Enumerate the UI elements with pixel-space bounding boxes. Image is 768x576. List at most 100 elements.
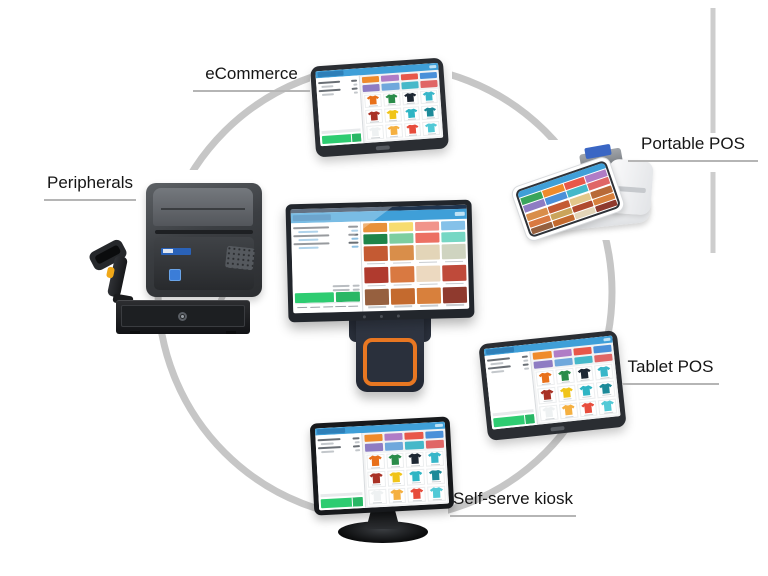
paper-slot bbox=[155, 229, 253, 234]
tile bbox=[386, 469, 406, 487]
tile bbox=[366, 453, 385, 470]
restaurant-pos-app-screen bbox=[290, 204, 470, 314]
tile bbox=[441, 231, 466, 242]
tile bbox=[552, 349, 572, 358]
tile bbox=[381, 82, 400, 91]
tile bbox=[422, 121, 441, 136]
tile bbox=[381, 74, 399, 82]
retail-pos-app-screen bbox=[315, 62, 444, 147]
printer-side-vent bbox=[225, 245, 255, 270]
tile bbox=[364, 434, 383, 443]
tile bbox=[573, 347, 592, 356]
printer-feed-button bbox=[169, 268, 181, 282]
tile bbox=[442, 265, 466, 285]
tile bbox=[427, 485, 446, 502]
retail-pos-app-screen bbox=[483, 335, 621, 430]
order-line bbox=[293, 233, 359, 237]
product-panel bbox=[531, 343, 621, 425]
tile bbox=[362, 75, 380, 84]
tile bbox=[401, 90, 420, 106]
tile bbox=[553, 358, 573, 367]
tile bbox=[402, 106, 421, 122]
tile bbox=[415, 220, 440, 232]
tile bbox=[420, 80, 438, 88]
barcode-scanner bbox=[87, 237, 144, 306]
app-body bbox=[315, 70, 443, 147]
product-panel bbox=[360, 70, 443, 144]
tile bbox=[406, 468, 426, 486]
tile bbox=[384, 433, 404, 442]
tile bbox=[391, 288, 415, 308]
tile bbox=[419, 71, 438, 80]
footer-tab-bar bbox=[295, 301, 361, 312]
printer-brand-logo bbox=[161, 247, 192, 255]
search-icon bbox=[602, 337, 611, 342]
tile bbox=[578, 400, 598, 418]
kiosk-stand-base bbox=[338, 521, 428, 543]
home-button bbox=[375, 145, 390, 151]
order-line bbox=[293, 241, 359, 245]
order-panel bbox=[315, 75, 365, 147]
cash-drawer bbox=[116, 300, 250, 334]
app-menu-tab bbox=[292, 214, 331, 222]
tile bbox=[364, 93, 382, 109]
app-body bbox=[315, 429, 449, 511]
tile bbox=[367, 488, 387, 505]
tile bbox=[366, 124, 385, 140]
tile bbox=[442, 243, 466, 263]
order-line-detail bbox=[293, 237, 359, 241]
terminal-stand bbox=[349, 310, 431, 396]
tablet-screen bbox=[315, 62, 444, 147]
receipt-printer bbox=[146, 183, 262, 297]
tile bbox=[385, 452, 405, 469]
tile bbox=[443, 287, 467, 307]
label-tablet-pos: Tablet POS bbox=[622, 357, 719, 385]
kiosk-screen bbox=[314, 421, 450, 511]
printer-lid bbox=[152, 187, 253, 227]
tile bbox=[421, 105, 439, 121]
tile bbox=[390, 266, 414, 286]
product-grid-tshirts bbox=[363, 88, 442, 141]
tile bbox=[416, 244, 440, 264]
order-panel bbox=[290, 220, 364, 314]
tile bbox=[574, 365, 595, 383]
pay-button bbox=[493, 413, 536, 428]
tile bbox=[559, 402, 579, 420]
tile bbox=[363, 233, 388, 244]
subtotal-row bbox=[295, 284, 361, 288]
label-self-serve-kiosk: Self-serve kiosk bbox=[450, 489, 576, 517]
tile bbox=[532, 351, 552, 361]
bezel-dots bbox=[362, 314, 400, 319]
product-grid-foods bbox=[364, 243, 467, 309]
tile bbox=[362, 84, 381, 92]
tile bbox=[576, 383, 596, 401]
tile bbox=[367, 470, 386, 488]
tile bbox=[596, 381, 616, 399]
home-button bbox=[549, 426, 565, 432]
drawer-lock bbox=[178, 312, 187, 321]
app-body bbox=[484, 343, 621, 430]
tile bbox=[539, 404, 559, 422]
tile bbox=[384, 107, 402, 123]
tile bbox=[533, 360, 553, 369]
pay-button bbox=[321, 133, 362, 145]
category-grid bbox=[363, 231, 466, 244]
self-serve-kiosk bbox=[309, 416, 455, 516]
tile bbox=[365, 267, 389, 287]
product-grid-tshirts bbox=[365, 449, 447, 506]
tile bbox=[416, 266, 440, 286]
tile bbox=[365, 109, 384, 125]
order-panel bbox=[484, 351, 539, 430]
tile bbox=[404, 432, 424, 441]
order-line bbox=[293, 225, 359, 229]
tile bbox=[382, 92, 401, 108]
order-line-detail bbox=[293, 229, 359, 233]
tile bbox=[400, 73, 418, 81]
search-icon bbox=[435, 424, 444, 428]
tile bbox=[415, 232, 440, 243]
app-body bbox=[290, 218, 469, 314]
pay-button bbox=[320, 496, 363, 509]
central-pos-terminal bbox=[285, 199, 475, 323]
product-panel bbox=[361, 218, 469, 311]
tile bbox=[441, 220, 466, 231]
